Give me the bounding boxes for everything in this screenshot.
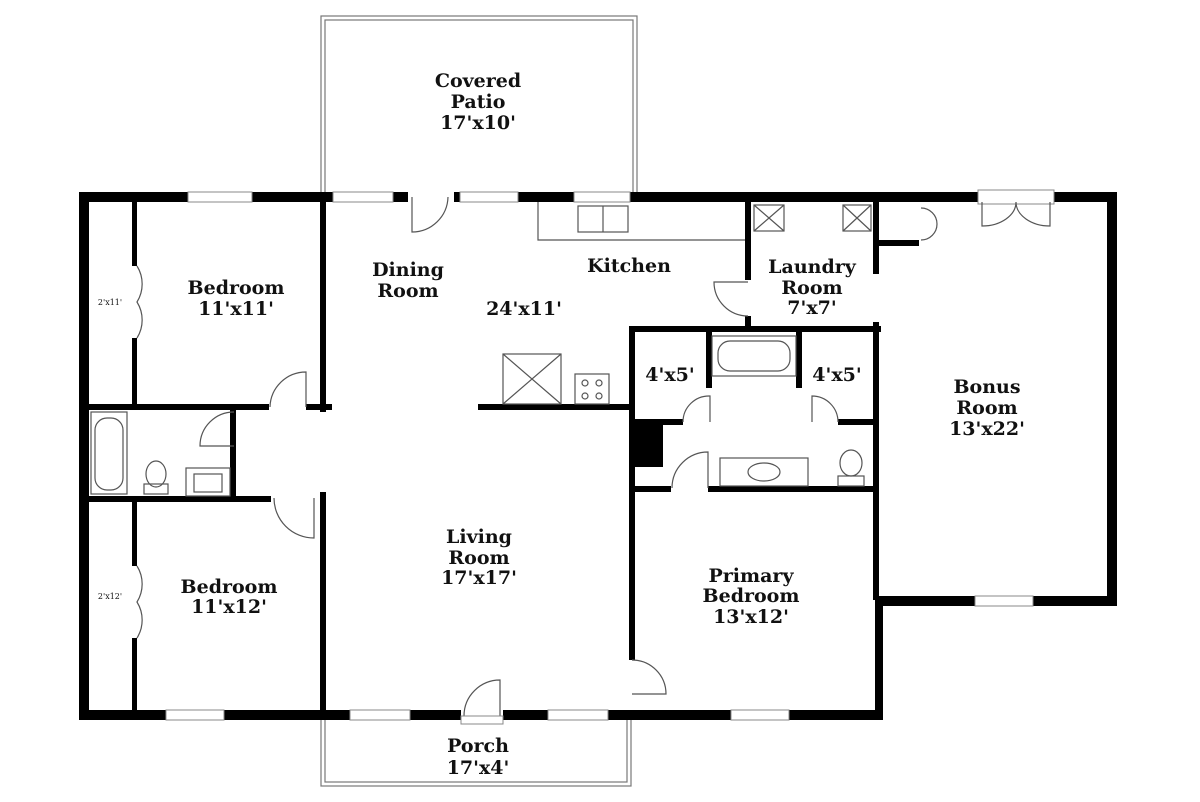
svg-text:11'x11': 11'x11' bbox=[198, 298, 274, 320]
wic-left-label: 4'x5' bbox=[645, 364, 694, 386]
svg-text:7'x7': 7'x7' bbox=[787, 297, 836, 319]
svg-text:Laundry: Laundry bbox=[768, 256, 857, 278]
svg-text:Patio: Patio bbox=[451, 91, 506, 113]
svg-text:Porch: Porch bbox=[447, 735, 509, 757]
svg-text:Kitchen: Kitchen bbox=[587, 255, 671, 277]
primary-bedroom-label: Primary Bedroom 13'x12' bbox=[703, 565, 800, 628]
svg-text:13'x12': 13'x12' bbox=[713, 606, 789, 628]
svg-text:17'x10': 17'x10' bbox=[440, 112, 516, 134]
windows bbox=[165, 191, 1034, 721]
svg-text:Room: Room bbox=[377, 280, 438, 302]
svg-text:Dining: Dining bbox=[372, 259, 444, 281]
dining-room-label: Dining Room bbox=[372, 259, 444, 302]
fixtures bbox=[90, 202, 872, 497]
svg-text:13'x22': 13'x22' bbox=[949, 418, 1025, 440]
room-labels: Covered Patio 17'x10' Bedroom 11'x11' Di… bbox=[98, 70, 1025, 779]
bedroom-2-label: Bedroom 11'x12' bbox=[181, 576, 278, 618]
svg-text:Bedroom: Bedroom bbox=[188, 277, 285, 299]
bedroom-1-label: Bedroom 11'x11' bbox=[188, 277, 285, 320]
svg-text:17'x17': 17'x17' bbox=[441, 567, 517, 589]
svg-text:11'x12': 11'x12' bbox=[191, 596, 267, 618]
laundry-room-label: Laundry Room 7'x7' bbox=[768, 256, 857, 319]
porch-label: Porch 17'x4' bbox=[447, 735, 510, 779]
svg-text:17'x4': 17'x4' bbox=[447, 757, 510, 779]
svg-text:Room: Room bbox=[956, 397, 1017, 419]
svg-text:Bonus: Bonus bbox=[953, 376, 1020, 398]
interior-walls bbox=[89, 202, 919, 712]
closet-1-label: 2'x11' bbox=[98, 298, 122, 307]
doors bbox=[130, 189, 1055, 725]
svg-text:Bedroom: Bedroom bbox=[181, 576, 278, 598]
bonus-room-label: Bonus Room 13'x22' bbox=[949, 376, 1025, 440]
covered-patio-label: Covered Patio 17'x10' bbox=[435, 70, 521, 134]
svg-text:Living: Living bbox=[446, 526, 512, 548]
svg-text:Room: Room bbox=[781, 277, 842, 299]
living-room-label: Living Room 17'x17' bbox=[441, 526, 517, 589]
svg-text:Covered: Covered bbox=[435, 70, 521, 92]
svg-text:Primary: Primary bbox=[709, 565, 795, 587]
svg-text:24'x11': 24'x11' bbox=[486, 298, 562, 320]
kitchen-label: Kitchen 24'x11' bbox=[486, 255, 671, 320]
svg-text:Bedroom: Bedroom bbox=[703, 585, 800, 607]
svg-text:Room: Room bbox=[448, 547, 509, 569]
closet-2-label: 2'x12' bbox=[98, 592, 122, 601]
wic-right-label: 4'x5' bbox=[812, 364, 861, 386]
